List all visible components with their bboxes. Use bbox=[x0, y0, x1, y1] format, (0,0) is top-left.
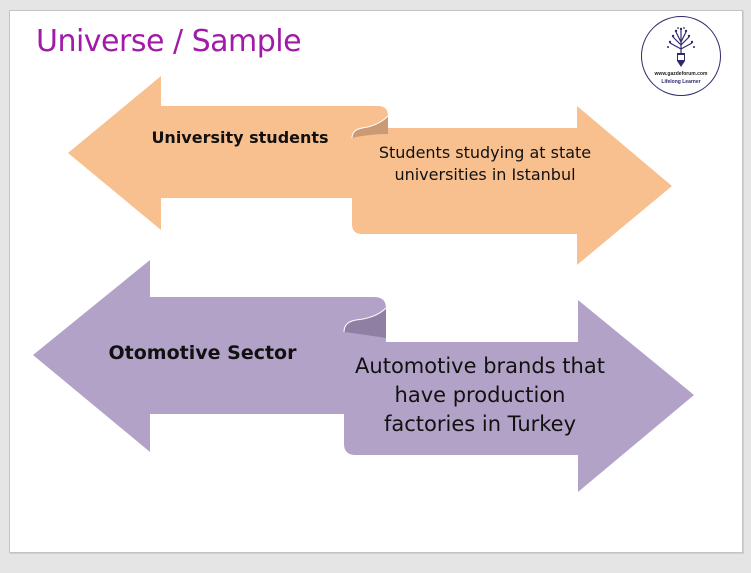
universe-label-1: University students bbox=[151, 128, 329, 147]
row1-right-arrow bbox=[351, 106, 672, 265]
sample-label-2: Automotive brands that have production f… bbox=[355, 354, 605, 436]
tree-pencil-icon bbox=[667, 27, 695, 67]
row2-left-arrow bbox=[33, 260, 386, 452]
row1-left-arrow bbox=[68, 76, 388, 230]
sample-label-1: Students studying at state universities … bbox=[378, 143, 592, 184]
logo-url: www.gazdeforum.com bbox=[654, 71, 708, 77]
universe-label-2: Otomotive Sector bbox=[108, 342, 297, 364]
logo: www.gazdeforum.com Lifelong Learner bbox=[641, 16, 721, 96]
row2-right-arrow bbox=[343, 300, 694, 492]
slide-title: Universe / Sample bbox=[36, 24, 302, 59]
logo-tagline: Lifelong Learner bbox=[661, 79, 701, 85]
